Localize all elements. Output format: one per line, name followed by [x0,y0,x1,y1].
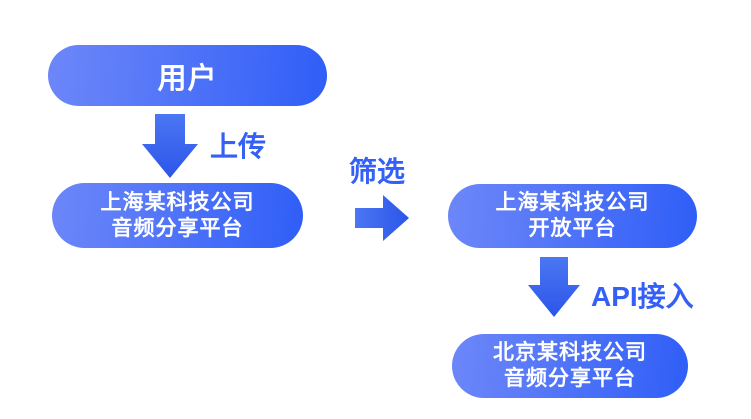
edge-label-api: API接入 [591,281,694,312]
down-arrow-icon [528,257,580,317]
node-user: 用户 [48,45,327,106]
node-shanghai-open-line2: 开放平台 [528,217,617,240]
node-shanghai-audio-line1: 上海某科技公司 [100,190,255,214]
node-user-label: 用户 [157,62,218,95]
edge-label-filter: 筛选 [349,156,406,187]
node-beijing-audio-line2: 音频分享平台 [504,367,636,390]
node-shanghai-audio-line2: 音频分享平台 [111,216,244,240]
edge-label-upload: 上传 [210,131,267,162]
node-shanghai-audio-platform: 上海某科技公司 音频分享平台 [52,183,303,248]
node-beijing-audio-line1: 北京某科技公司 [493,341,647,364]
right-arrow-icon [355,195,409,241]
down-arrow-icon [142,114,198,178]
node-beijing-audio-platform: 北京某科技公司 音频分享平台 [452,334,688,398]
node-shanghai-open-line1: 上海某科技公司 [495,191,650,214]
node-shanghai-open-platform: 上海某科技公司 开放平台 [448,184,697,248]
